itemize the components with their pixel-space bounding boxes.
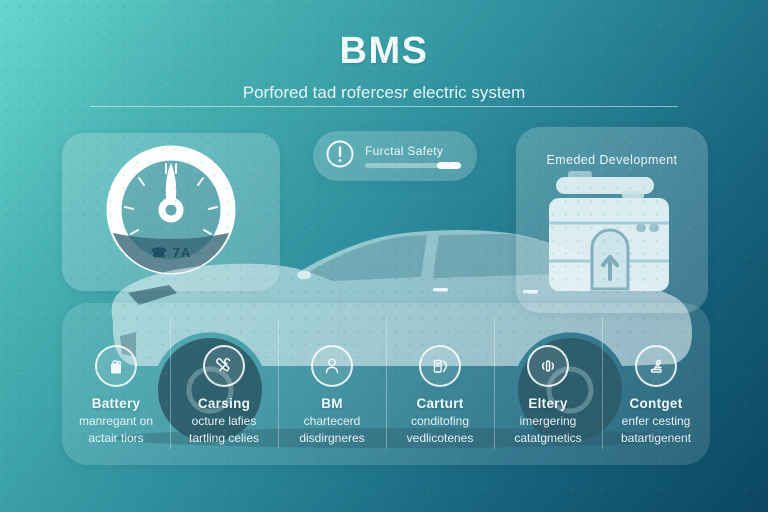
dev-card: Emeded Development (516, 127, 708, 313)
battery-pack-icon (549, 171, 669, 291)
person-icon (311, 345, 353, 387)
feature-title: Carturt (416, 396, 464, 411)
feature-line: octure lafies (191, 414, 257, 428)
safety-label: Furctal Safety (365, 144, 444, 158)
page-title: BMS (339, 30, 429, 72)
feature-title: Carsing (197, 396, 251, 411)
feature-title: Contget (629, 396, 683, 411)
progress-cap (437, 162, 461, 169)
column-divider (602, 317, 603, 449)
feature-line: batartigenent (620, 431, 692, 445)
clock-icon (325, 139, 355, 174)
feature-line: actair tiors (88, 431, 144, 445)
column-divider (170, 317, 171, 449)
feature-line: enfer cesting (621, 414, 691, 428)
phone-icon: ☎ (150, 245, 168, 260)
column-divider (386, 317, 387, 449)
gauge-dial-icon (106, 145, 236, 275)
feature-title: Battery (91, 396, 141, 411)
column-divider (278, 317, 279, 449)
feature-battery: Battery manregant on actair tiors (62, 303, 170, 465)
microscope-icon (635, 345, 677, 387)
feature-line: vedlicotenes (406, 431, 474, 445)
feature-title: BM (321, 396, 343, 411)
feature-line: tartling celies (188, 431, 260, 445)
feature-eltery: Eltery imergering catatgmetics (494, 303, 602, 465)
battery-bag-icon (95, 345, 137, 387)
charging-station-icon (419, 345, 461, 387)
feature-title: Eltery (528, 396, 568, 411)
features-panel: Battery manregant on actair tiors Carsin… (62, 303, 710, 465)
feature-line: chartecerd (303, 414, 361, 428)
feature-line: conditofing (410, 414, 470, 428)
gauge-card: ☎ 7A (62, 133, 280, 291)
dev-card-title: Emeded Development (546, 153, 678, 167)
feature-line: disdirgneres (299, 431, 365, 445)
battery-signal-icon (527, 345, 569, 387)
safety-card: Furctal Safety (313, 131, 477, 181)
gauge-value: 7A (172, 245, 192, 260)
feature-bm: BM chartecerd disdirgneres (278, 303, 386, 465)
feature-line: manregant on (78, 414, 154, 428)
safety-progressbar (365, 162, 461, 169)
feature-line: imergering (519, 414, 577, 428)
feature-carsing: Carsing octure lafies tartling celies (170, 303, 278, 465)
column-divider (494, 317, 495, 449)
gauge-reading: ☎ 7A (62, 245, 280, 261)
feature-line: catatgmetics (514, 431, 582, 445)
feature-contget: Contget enfer cesting batartigenent (602, 303, 710, 465)
wrench-tools-icon (203, 345, 245, 387)
header-divider (90, 106, 678, 107)
feature-carturt: Carturt conditofing vedlicotenes (386, 303, 494, 465)
page-subtitle: Porfored tad rofercesr electric system (242, 83, 526, 102)
